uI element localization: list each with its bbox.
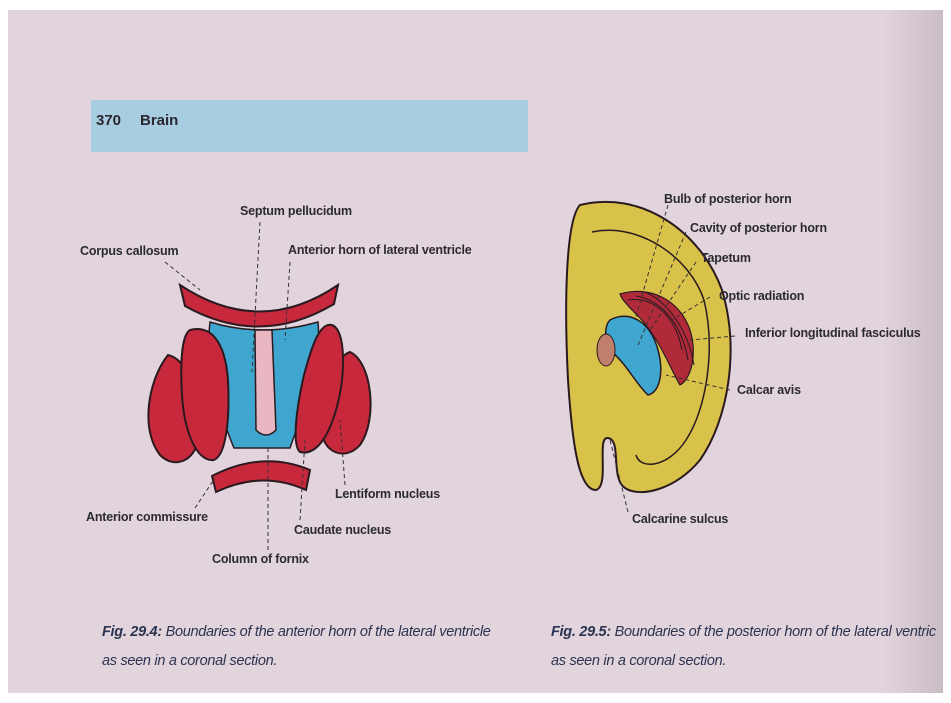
anterior-commissure-shape [212,461,310,492]
figure-29-5-caption-text: Boundaries of the posterior horn of the … [615,624,936,640]
figure-posterior-horn-diagram [566,202,735,512]
label-inferior-longitudinal-fasciculus: Inferior longitudinal fasciculus [745,326,921,340]
label-calcar-avis: Calcar avis [737,383,801,397]
figure-29-4-number: Fig. 29.4: [102,624,162,640]
label-caudate-nucleus: Caudate nucleus [294,523,391,537]
figure-29-5-caption-line2: as seen in a coronal section. [551,653,726,669]
figure-29-4-caption-text: Boundaries of the anterior horn of the l… [166,624,491,640]
figure-29-4-caption-line2: as seen in a coronal section. [102,653,277,669]
label-septum-pellucidum: Septum pellucidum [240,204,352,218]
label-calcarine-sulcus: Calcarine sulcus [632,512,728,526]
figure-29-5-caption-line1: Fig. 29.5: Boundaries of the posterior h… [551,624,936,640]
figure-29-4-caption-line1: Fig. 29.4: Boundaries of the anterior ho… [102,624,491,640]
corpus-callosum-shape [180,285,338,327]
label-anterior-horn: Anterior horn of lateral ventricle [288,243,472,257]
label-optic-radiation: Optic radiation [719,289,804,303]
label-bulb-posterior-horn: Bulb of posterior horn [664,192,792,206]
label-cavity-posterior-horn: Cavity of posterior horn [690,221,827,235]
label-anterior-commissure: Anterior commissure [86,510,208,524]
septum-pellucidum-shape [255,330,276,435]
label-tapetum: Tapetum [701,251,751,265]
figure-29-5-number: Fig. 29.5: [551,624,611,640]
label-column-of-fornix: Column of fornix [212,552,309,566]
label-lentiform-nucleus: Lentiform nucleus [335,487,440,501]
calcar-avis-shape [597,334,615,366]
label-corpus-callosum: Corpus callosum [80,244,178,258]
